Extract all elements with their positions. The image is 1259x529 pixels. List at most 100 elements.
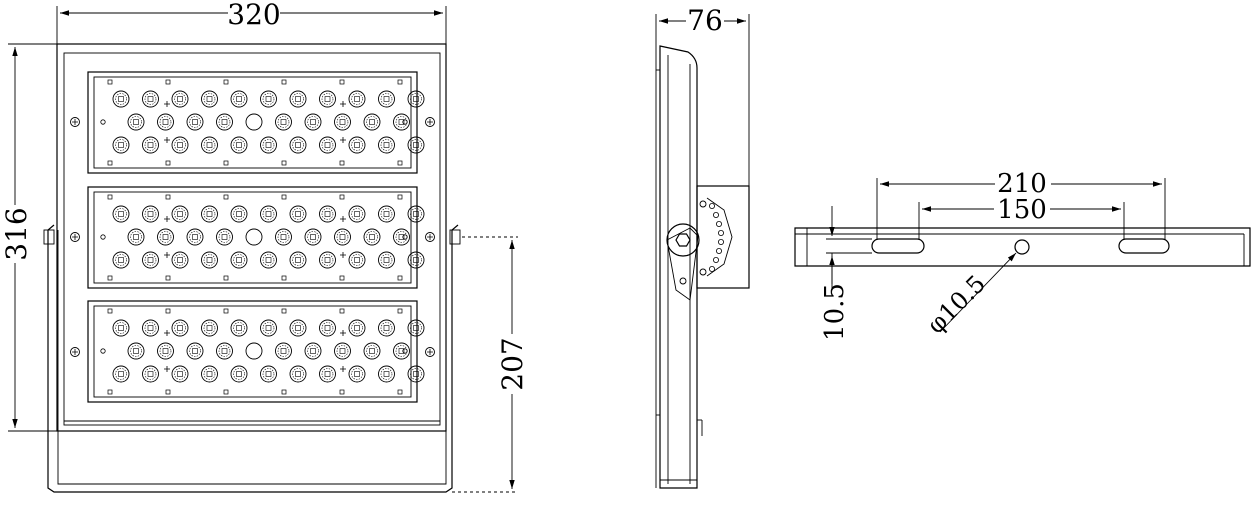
led bbox=[245, 113, 263, 131]
led bbox=[112, 136, 130, 154]
led bbox=[142, 365, 159, 383]
led bbox=[245, 342, 263, 360]
led bbox=[127, 342, 145, 360]
housing-inner-outline bbox=[63, 52, 441, 426]
led bbox=[407, 136, 425, 154]
housing-outline bbox=[56, 43, 447, 432]
led bbox=[127, 113, 145, 131]
led bbox=[363, 113, 381, 131]
led bbox=[260, 136, 277, 154]
outer-slot-dimension: 210 bbox=[997, 169, 1047, 199]
led-modules bbox=[87, 71, 425, 403]
slot-left bbox=[871, 238, 925, 254]
led bbox=[142, 319, 159, 337]
led bbox=[112, 365, 130, 383]
led bbox=[230, 136, 248, 154]
led bbox=[407, 90, 425, 108]
led bbox=[378, 136, 395, 154]
led bbox=[393, 342, 410, 360]
led bbox=[216, 228, 233, 246]
led bbox=[319, 251, 336, 269]
led bbox=[112, 251, 130, 269]
led bbox=[142, 251, 159, 269]
bracket-view: 210 150 10.5 φ10.5 bbox=[794, 169, 1251, 341]
width-dimension: 320 bbox=[227, 0, 280, 31]
bracket-knob-right bbox=[449, 229, 461, 245]
led bbox=[378, 205, 395, 223]
led bbox=[319, 205, 336, 223]
led bbox=[186, 113, 204, 131]
hole-leader-line bbox=[939, 252, 1017, 333]
led bbox=[348, 205, 366, 223]
led bbox=[407, 251, 425, 269]
led bbox=[216, 342, 233, 360]
bracket-knob-left bbox=[43, 229, 55, 245]
housing-screws bbox=[70, 117, 435, 357]
led-module bbox=[87, 300, 425, 403]
inner-slot-dimension: 150 bbox=[997, 195, 1047, 225]
front-view: 320 316 207 bbox=[0, 0, 529, 493]
led bbox=[378, 90, 395, 108]
led bbox=[171, 319, 189, 337]
led bbox=[348, 319, 366, 337]
led bbox=[260, 90, 277, 108]
center-hole bbox=[1014, 239, 1030, 255]
side-bracket-arm bbox=[666, 227, 699, 301]
led-module bbox=[87, 186, 425, 289]
led bbox=[171, 90, 189, 108]
led bbox=[201, 90, 218, 108]
led bbox=[363, 228, 381, 246]
led bbox=[260, 319, 277, 337]
pivot-nut bbox=[675, 233, 691, 247]
led bbox=[275, 113, 292, 131]
led bbox=[319, 319, 336, 337]
led bbox=[230, 90, 248, 108]
led bbox=[319, 136, 336, 154]
led bbox=[378, 319, 395, 337]
led bbox=[334, 228, 351, 246]
led bbox=[171, 205, 189, 223]
led bbox=[363, 342, 381, 360]
screw-icon bbox=[70, 232, 80, 242]
led bbox=[186, 228, 204, 246]
led bbox=[112, 90, 130, 108]
led bbox=[201, 251, 218, 269]
led bbox=[260, 365, 277, 383]
led bbox=[112, 319, 130, 337]
screw-icon bbox=[425, 232, 435, 242]
screw-icon bbox=[70, 347, 80, 357]
led bbox=[142, 136, 159, 154]
led bbox=[393, 113, 410, 131]
led bbox=[348, 365, 366, 383]
led bbox=[260, 205, 277, 223]
depth-dimension: 76 bbox=[687, 4, 723, 37]
led bbox=[289, 251, 307, 269]
led bbox=[289, 319, 307, 337]
bracket-bar bbox=[794, 227, 1251, 267]
led bbox=[378, 251, 395, 269]
led bbox=[304, 342, 322, 360]
led bbox=[230, 365, 248, 383]
led bbox=[201, 365, 218, 383]
led bbox=[319, 365, 336, 383]
led bbox=[289, 136, 307, 154]
led bbox=[157, 342, 174, 360]
led bbox=[157, 228, 174, 246]
screw-icon bbox=[425, 347, 435, 357]
pivot-circle bbox=[666, 223, 700, 257]
led bbox=[157, 113, 174, 131]
bracket-height-dimension: 207 bbox=[496, 337, 529, 390]
led bbox=[112, 205, 130, 223]
slot-width-dimension: 10.5 bbox=[820, 283, 850, 341]
led bbox=[348, 136, 366, 154]
led bbox=[407, 365, 425, 383]
driver-box bbox=[696, 185, 750, 289]
led bbox=[334, 342, 351, 360]
led bbox=[142, 205, 159, 223]
led bbox=[289, 90, 307, 108]
side-holes bbox=[709, 202, 725, 272]
led bbox=[289, 205, 307, 223]
led bbox=[245, 228, 263, 246]
led bbox=[304, 228, 322, 246]
